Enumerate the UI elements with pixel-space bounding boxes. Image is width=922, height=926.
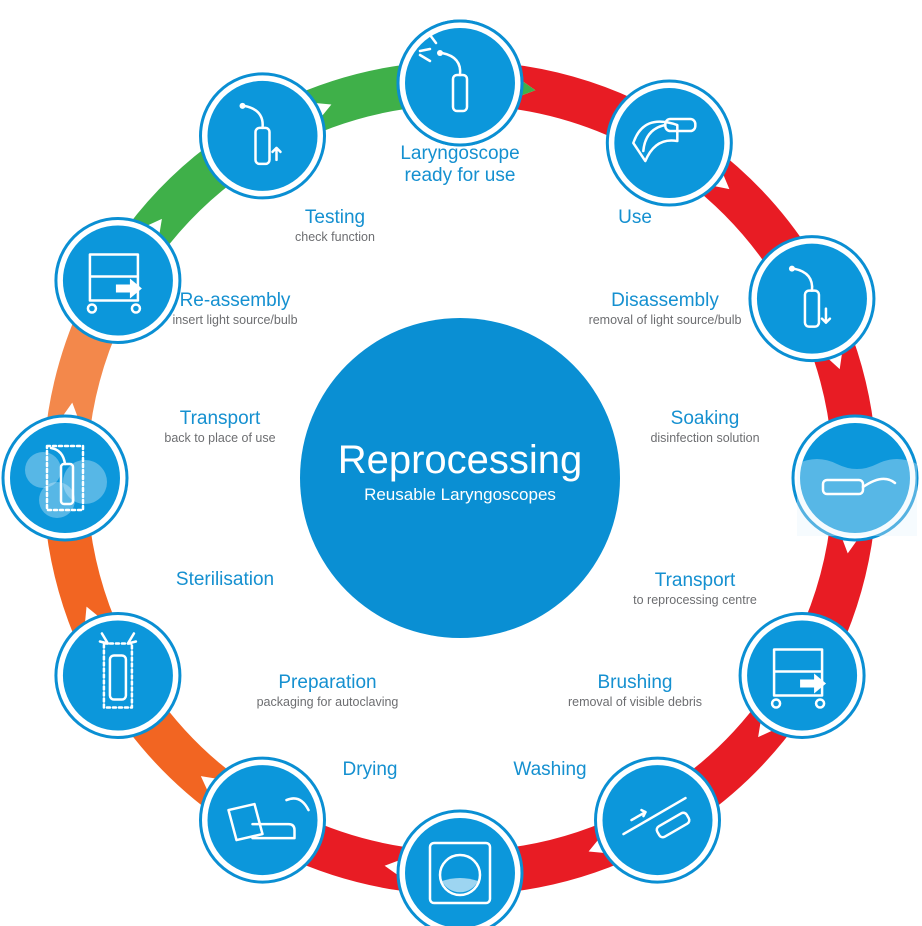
label-washing: Washing xyxy=(495,759,605,781)
step-subtitle: removal of light source/bulb xyxy=(588,312,742,327)
step-title: Disassembly xyxy=(611,290,719,311)
label-testing: Testing check function xyxy=(270,207,400,244)
step-subtitle: check function xyxy=(295,229,375,244)
brush-cleaning-icon xyxy=(594,756,721,884)
label-preparation: Preparation packaging for autoclaving xyxy=(235,672,420,709)
step-title: Testing xyxy=(304,207,366,228)
label-soaking: Soaking disinfection solution xyxy=(620,408,790,445)
soaking-in-liquid-icon xyxy=(791,414,919,542)
step-title: Washing xyxy=(513,759,587,780)
label-transport-out: Transport to reprocessing centre xyxy=(600,570,790,607)
label-brushing: Brushing removal of visible debris xyxy=(545,672,725,709)
step-subtitle: packaging for autoclaving xyxy=(256,694,399,709)
step-subtitle: removal of visible debris xyxy=(567,694,703,709)
label-use: Use xyxy=(595,207,675,229)
step-title: Sterilisation xyxy=(175,569,275,590)
washing-machine-icon xyxy=(396,809,524,926)
step-title: Transport xyxy=(179,408,261,429)
label-ready: Laryngoscope ready for use xyxy=(385,143,535,187)
label-reassembly: Re-assembly insert light source/bulb xyxy=(150,290,320,327)
step-title: Drying xyxy=(342,759,398,780)
step-title: Soaking xyxy=(670,408,740,429)
drying-with-cloth-icon xyxy=(199,756,326,884)
hand-using-laryngoscope-icon xyxy=(605,79,733,207)
step-title: Transport xyxy=(654,570,736,591)
packaging-icon xyxy=(54,612,182,739)
label-sterilisation: Sterilisation xyxy=(155,569,295,591)
step-title: Re-assembly xyxy=(179,290,291,311)
step-title: Use xyxy=(618,207,652,228)
laryngoscope-reassembly-icon xyxy=(199,72,326,200)
center-title: Reprocessing xyxy=(337,438,583,482)
label-disassembly: Disassembly removal of light source/bulb xyxy=(560,290,770,327)
step-title: Preparation xyxy=(278,672,377,693)
trolley-return-icon xyxy=(54,217,182,344)
steam-sterilisation-icon xyxy=(1,414,129,542)
step-subtitle: disinfection solution xyxy=(650,430,760,445)
step-subtitle: to reprocessing centre xyxy=(633,592,757,607)
step-subtitle: insert light source/bulb xyxy=(172,312,298,327)
laryngoscope-testing-icon xyxy=(396,19,524,147)
label-drying: Drying xyxy=(320,759,420,781)
step-subtitle: back to place of use xyxy=(164,430,276,445)
laryngoscope-disassembly-icon xyxy=(748,235,876,363)
trolley-transport-icon xyxy=(738,612,866,739)
step-title: Laryngoscope ready for use xyxy=(400,143,520,186)
label-transport-back: Transport back to place of use xyxy=(140,408,300,445)
center-subtitle: Reusable Laryngoscopes xyxy=(364,485,556,504)
step-title: Brushing xyxy=(597,672,673,693)
